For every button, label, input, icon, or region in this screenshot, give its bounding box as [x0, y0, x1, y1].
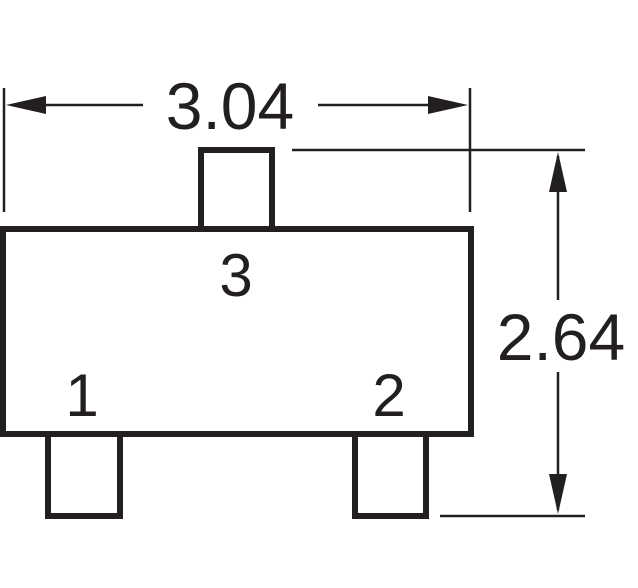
width-arrow-right [428, 96, 468, 114]
height-arrow-top [549, 152, 567, 192]
height-dimension-label: 2.64 [497, 300, 625, 374]
pin-2-lead [352, 434, 429, 519]
width-dimension-label: 3.04 [166, 69, 294, 143]
package-body [0, 226, 474, 437]
pin-1-label: 1 [65, 362, 98, 429]
pin-3-lead [198, 147, 275, 229]
width-arrow-left [6, 96, 46, 114]
pin-2-label: 2 [372, 362, 405, 429]
pin-3-label: 3 [219, 242, 252, 309]
pin-1-lead [45, 434, 123, 519]
height-arrow-bottom [549, 474, 567, 514]
